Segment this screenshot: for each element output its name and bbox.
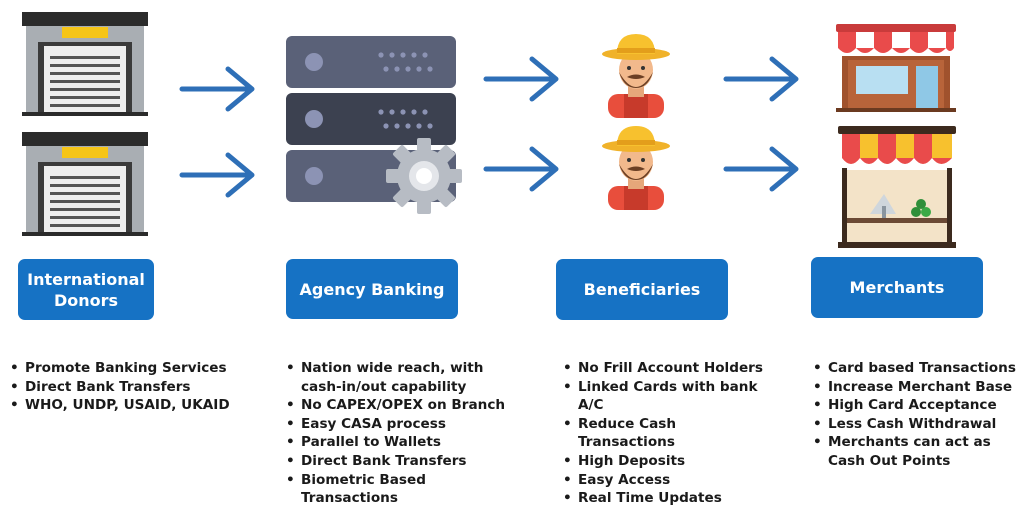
node-beneficiaries: Beneficiaries	[556, 259, 728, 320]
list-item: Nation wide reach, with cash-in/out capa…	[284, 359, 518, 396]
list-item: Reduce Cash Transactions	[561, 415, 775, 452]
gear-icon	[386, 138, 462, 214]
list-item: WHO, UNDP, USAID, UKAID	[8, 396, 258, 415]
beneficiaries-bullet-list: No Frill Account Holders Linked Cards wi…	[561, 359, 775, 508]
arrow-right-icon	[179, 66, 255, 112]
list-item: No CAPEX/OPEX on Branch	[284, 396, 518, 415]
node-international-donors: International Donors	[18, 259, 154, 320]
list-item: Direct Bank Transfers	[8, 378, 258, 397]
arrow-right-icon	[179, 152, 255, 198]
list-item: Less Cash Withdrawal	[811, 415, 1019, 434]
list-item: Merchants can act as Cash Out Points	[811, 433, 1019, 470]
node-agency-banking: Agency Banking	[286, 259, 458, 319]
list-item: Card based Transactions	[811, 359, 1019, 378]
donors-bullet-list: Promote Banking Services Direct Bank Tra…	[8, 359, 258, 415]
merchants-bullet-list: Card based Transactions Increase Merchan…	[811, 359, 1019, 471]
arrow-right-icon	[723, 146, 799, 192]
list-item: Biometric Based Transactions	[284, 471, 518, 508]
farmer-icon	[602, 126, 670, 210]
list-item: High Deposits	[561, 452, 775, 471]
bank-building-icon	[22, 132, 148, 236]
list-item: Linked Cards with bank A/C	[561, 378, 775, 415]
node-merchants: Merchants	[811, 257, 983, 318]
list-item: Promote Banking Services	[8, 359, 258, 378]
agency-bullet-list: Nation wide reach, with cash-in/out capa…	[284, 359, 518, 508]
list-item: No Frill Account Holders	[561, 359, 775, 378]
list-item: High Card Acceptance	[811, 396, 1019, 415]
list-item: Real Time Updates	[561, 489, 775, 508]
list-item: Direct Bank Transfers	[284, 452, 518, 471]
list-item: Parallel to Wallets	[284, 433, 518, 452]
shop-icon	[836, 24, 956, 112]
bank-building-icon	[22, 12, 148, 116]
arrow-right-icon	[483, 146, 559, 192]
list-item: Easy CASA process	[284, 415, 518, 434]
list-item: Easy Access	[561, 471, 775, 490]
market-stall-icon	[838, 126, 956, 248]
arrow-right-icon	[723, 56, 799, 102]
list-item: Increase Merchant Base	[811, 378, 1019, 397]
farmer-icon	[602, 34, 670, 118]
arrow-right-icon	[483, 56, 559, 102]
